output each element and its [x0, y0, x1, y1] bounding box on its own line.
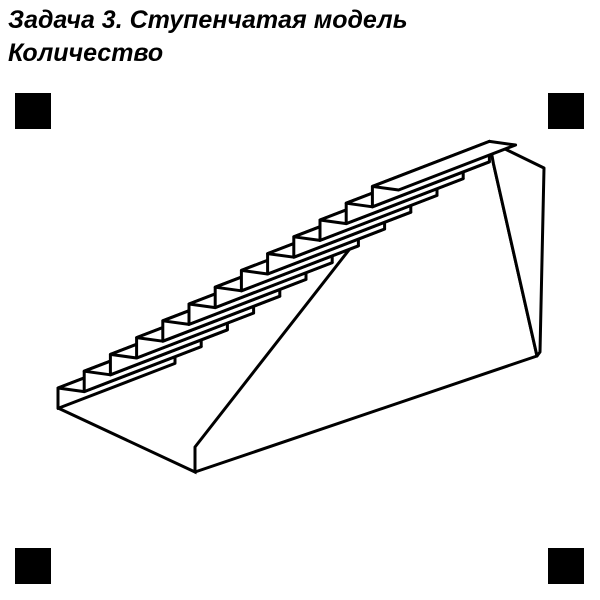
task-title: Задача 3. Ступенчатая модель [8, 6, 408, 34]
staircase-end-wall [487, 139, 546, 358]
staircase-body [193, 139, 546, 474]
step-tread [370, 139, 518, 192]
corner-marker-top-left [15, 93, 51, 129]
staircase-front-edge [57, 406, 197, 475]
staircase-steps [56, 139, 518, 475]
task-header: Задача 3. Ступенчатая модель Количество [8, 4, 408, 70]
corner-marker-bottom-left [15, 548, 51, 584]
corner-marker-top-right [548, 93, 584, 129]
corner-marker-bottom-right [548, 548, 584, 584]
task-subtitle: Количество [8, 39, 164, 67]
